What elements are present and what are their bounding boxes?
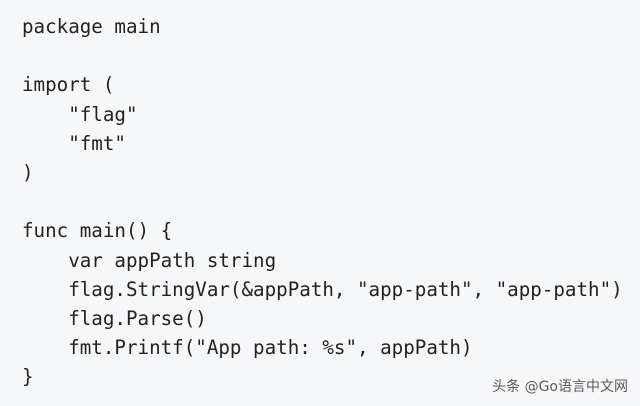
code-line-import: import ( (22, 73, 115, 97)
code-line-func-close: } (22, 365, 34, 389)
code-line-printf: fmt.Printf("App path: %s", appPath) (22, 336, 473, 360)
code-line-blank (22, 187, 640, 216)
code-line-func-main: func main() { (22, 219, 173, 243)
code-line-var-apppath: var appPath string (22, 248, 277, 272)
code-line-import-flag: "flag" (22, 102, 138, 126)
watermark: 头条 @Go语言中文网 (492, 379, 628, 395)
code-line-stringvar: flag.StringVar(&appPath, "app-path", "ap… (22, 277, 623, 301)
code-line-blank (22, 41, 640, 70)
code-line-import-close: ) (22, 160, 34, 184)
code-line-parse: flag.Parse() (22, 306, 207, 330)
code-line-package: package main (22, 15, 161, 38)
code-line-import-fmt: "fmt" (22, 131, 126, 155)
